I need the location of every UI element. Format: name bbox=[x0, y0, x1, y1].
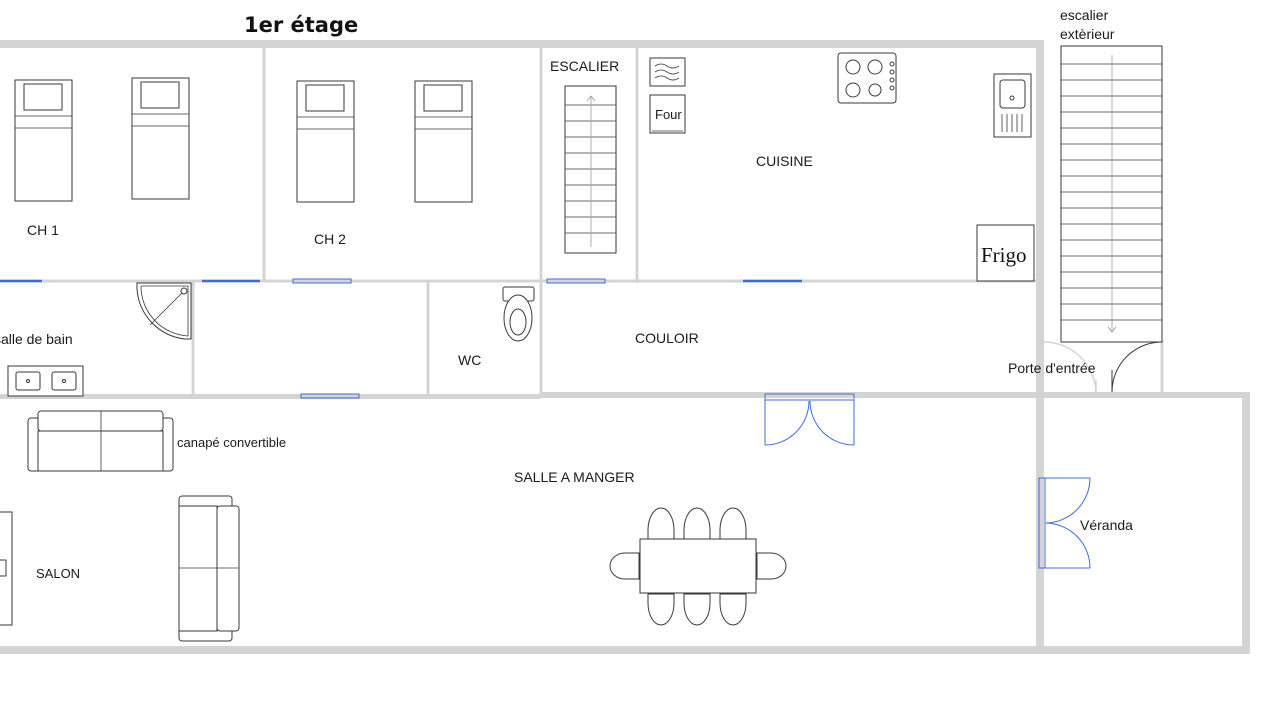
bed-ch1-a bbox=[14, 79, 73, 202]
door-entry bbox=[1043, 341, 1163, 395]
exterior-stair bbox=[1060, 45, 1163, 343]
interior-stair bbox=[564, 85, 617, 254]
sofa-bed bbox=[27, 410, 174, 472]
label-four: Four bbox=[655, 107, 682, 122]
sofa bbox=[178, 495, 240, 642]
bed-ch2-a bbox=[296, 80, 355, 203]
room-label-salle-a-manger: SALLE A MANGER bbox=[514, 469, 635, 485]
label-escalier-exterieur-1: escalier bbox=[1060, 7, 1109, 23]
opening-ch2 bbox=[292, 278, 352, 284]
plan-title: 1er étage bbox=[244, 13, 358, 37]
wall-middle-right bbox=[540, 392, 1250, 398]
openings bbox=[0, 278, 802, 399]
kitchen-sink bbox=[993, 73, 1032, 138]
bed-ch2-b bbox=[414, 80, 473, 203]
room-label-salon: SALON bbox=[36, 566, 80, 581]
room-label-ch1: CH 1 bbox=[27, 222, 59, 238]
label-canape: canapé convertible bbox=[177, 435, 286, 450]
room-label-ch2: CH 2 bbox=[314, 231, 346, 247]
wall-veranda-east bbox=[1242, 394, 1250, 652]
opening-closet bbox=[300, 393, 360, 399]
wall-top bbox=[0, 40, 1036, 48]
label-porte-entree: Porte d'entrée bbox=[1008, 360, 1096, 376]
room-label-veranda: Véranda bbox=[1080, 517, 1133, 533]
room-label-cuisine: CUISINE bbox=[756, 153, 813, 169]
fridge bbox=[976, 224, 1035, 282]
dining-table bbox=[609, 507, 787, 626]
room-label-salle-de-bain: salle de bain bbox=[0, 331, 73, 347]
room-label-wc: WC bbox=[458, 352, 481, 368]
wall-east-main bbox=[1036, 40, 1044, 650]
door-dining bbox=[764, 393, 855, 446]
label-frigo: Frigo bbox=[981, 243, 1027, 267]
oven bbox=[649, 94, 686, 134]
room-label-couloir: COULOIR bbox=[635, 330, 699, 346]
bed-ch1-b bbox=[131, 77, 190, 200]
door-veranda bbox=[1038, 477, 1091, 569]
cooktop bbox=[837, 52, 897, 104]
label-escalier-exterieur-2: extèrieur bbox=[1060, 26, 1115, 42]
double-sink bbox=[7, 365, 84, 397]
shower bbox=[136, 282, 192, 340]
wall-bottom bbox=[0, 646, 1250, 654]
walls bbox=[0, 40, 1250, 654]
hood bbox=[649, 57, 686, 87]
toilet bbox=[502, 286, 535, 342]
opening-stair bbox=[546, 278, 606, 284]
room-label-escalier: ESCALIER bbox=[550, 58, 619, 74]
tv-unit bbox=[0, 511, 13, 626]
